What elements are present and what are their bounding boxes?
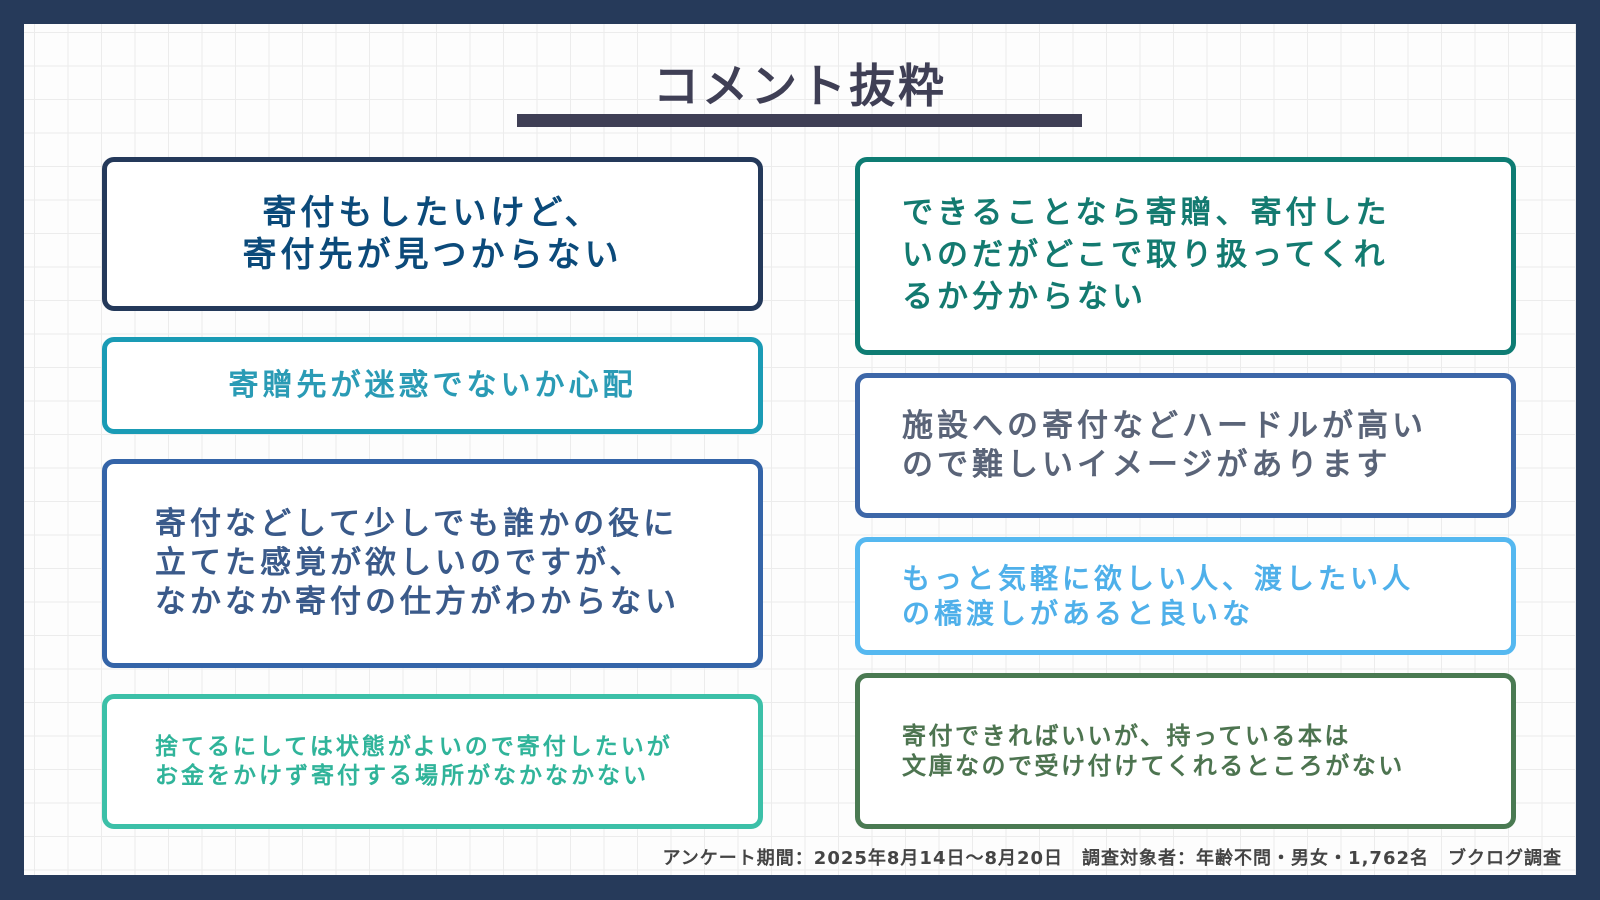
comment-text: 寄付などして少しでも誰かの役に 立てた感覚が欲しいのですが、 なかなか寄付の仕方…	[155, 506, 680, 620]
comment-text: できることなら寄贈、寄付した いのだがどこで取り扱ってくれ るか分からない	[902, 195, 1391, 315]
comment-card: 寄付もしたいけど、 寄付先が見つからない	[102, 157, 763, 311]
comment-text: 捨てるにしては状態がよいので寄付したいが お金をかけず寄付する場所がなかなかない	[155, 733, 673, 789]
survey-footer: アンケート期間：2025年8月14日～8月20日 調査対象者：年齢不問・男女・1…	[662, 848, 1562, 869]
comment-text: 施設への寄付などハードルが高い ので難しいイメージがあります	[902, 407, 1427, 483]
comment-card: 捨てるにしては状態がよいので寄付したいが お金をかけず寄付する場所がなかなかない	[102, 694, 763, 829]
comment-text: 寄付もしたいけど、 寄付先が見つからない	[242, 192, 623, 276]
comment-card: 施設への寄付などハードルが高い ので難しいイメージがあります	[855, 373, 1516, 518]
title-underline	[517, 114, 1082, 127]
page-title: コメント抜粋	[653, 59, 947, 113]
comment-text: 寄贈先が迷惑でないか心配	[228, 367, 637, 403]
comment-card: 寄付などして少しでも誰かの役に 立てた感覚が欲しいのですが、 なかなか寄付の仕方…	[102, 459, 763, 668]
comment-card: 寄付できればいいが、持っている本は 文庫なので受け付けてくれるところがない	[855, 673, 1516, 829]
comment-card: 寄贈先が迷惑でないか心配	[102, 337, 763, 434]
comment-card: できることなら寄贈、寄付した いのだがどこで取り扱ってくれ るか分からない	[855, 157, 1516, 355]
comment-card: もっと気軽に欲しい人、渡したい人 の橋渡しがあると良いな	[855, 537, 1516, 655]
comment-text: 寄付できればいいが、持っている本は 文庫なので受け付けてくれるところがない	[902, 722, 1405, 780]
comment-text: もっと気軽に欲しい人、渡したい人 の橋渡しがあると良いな	[902, 562, 1415, 630]
